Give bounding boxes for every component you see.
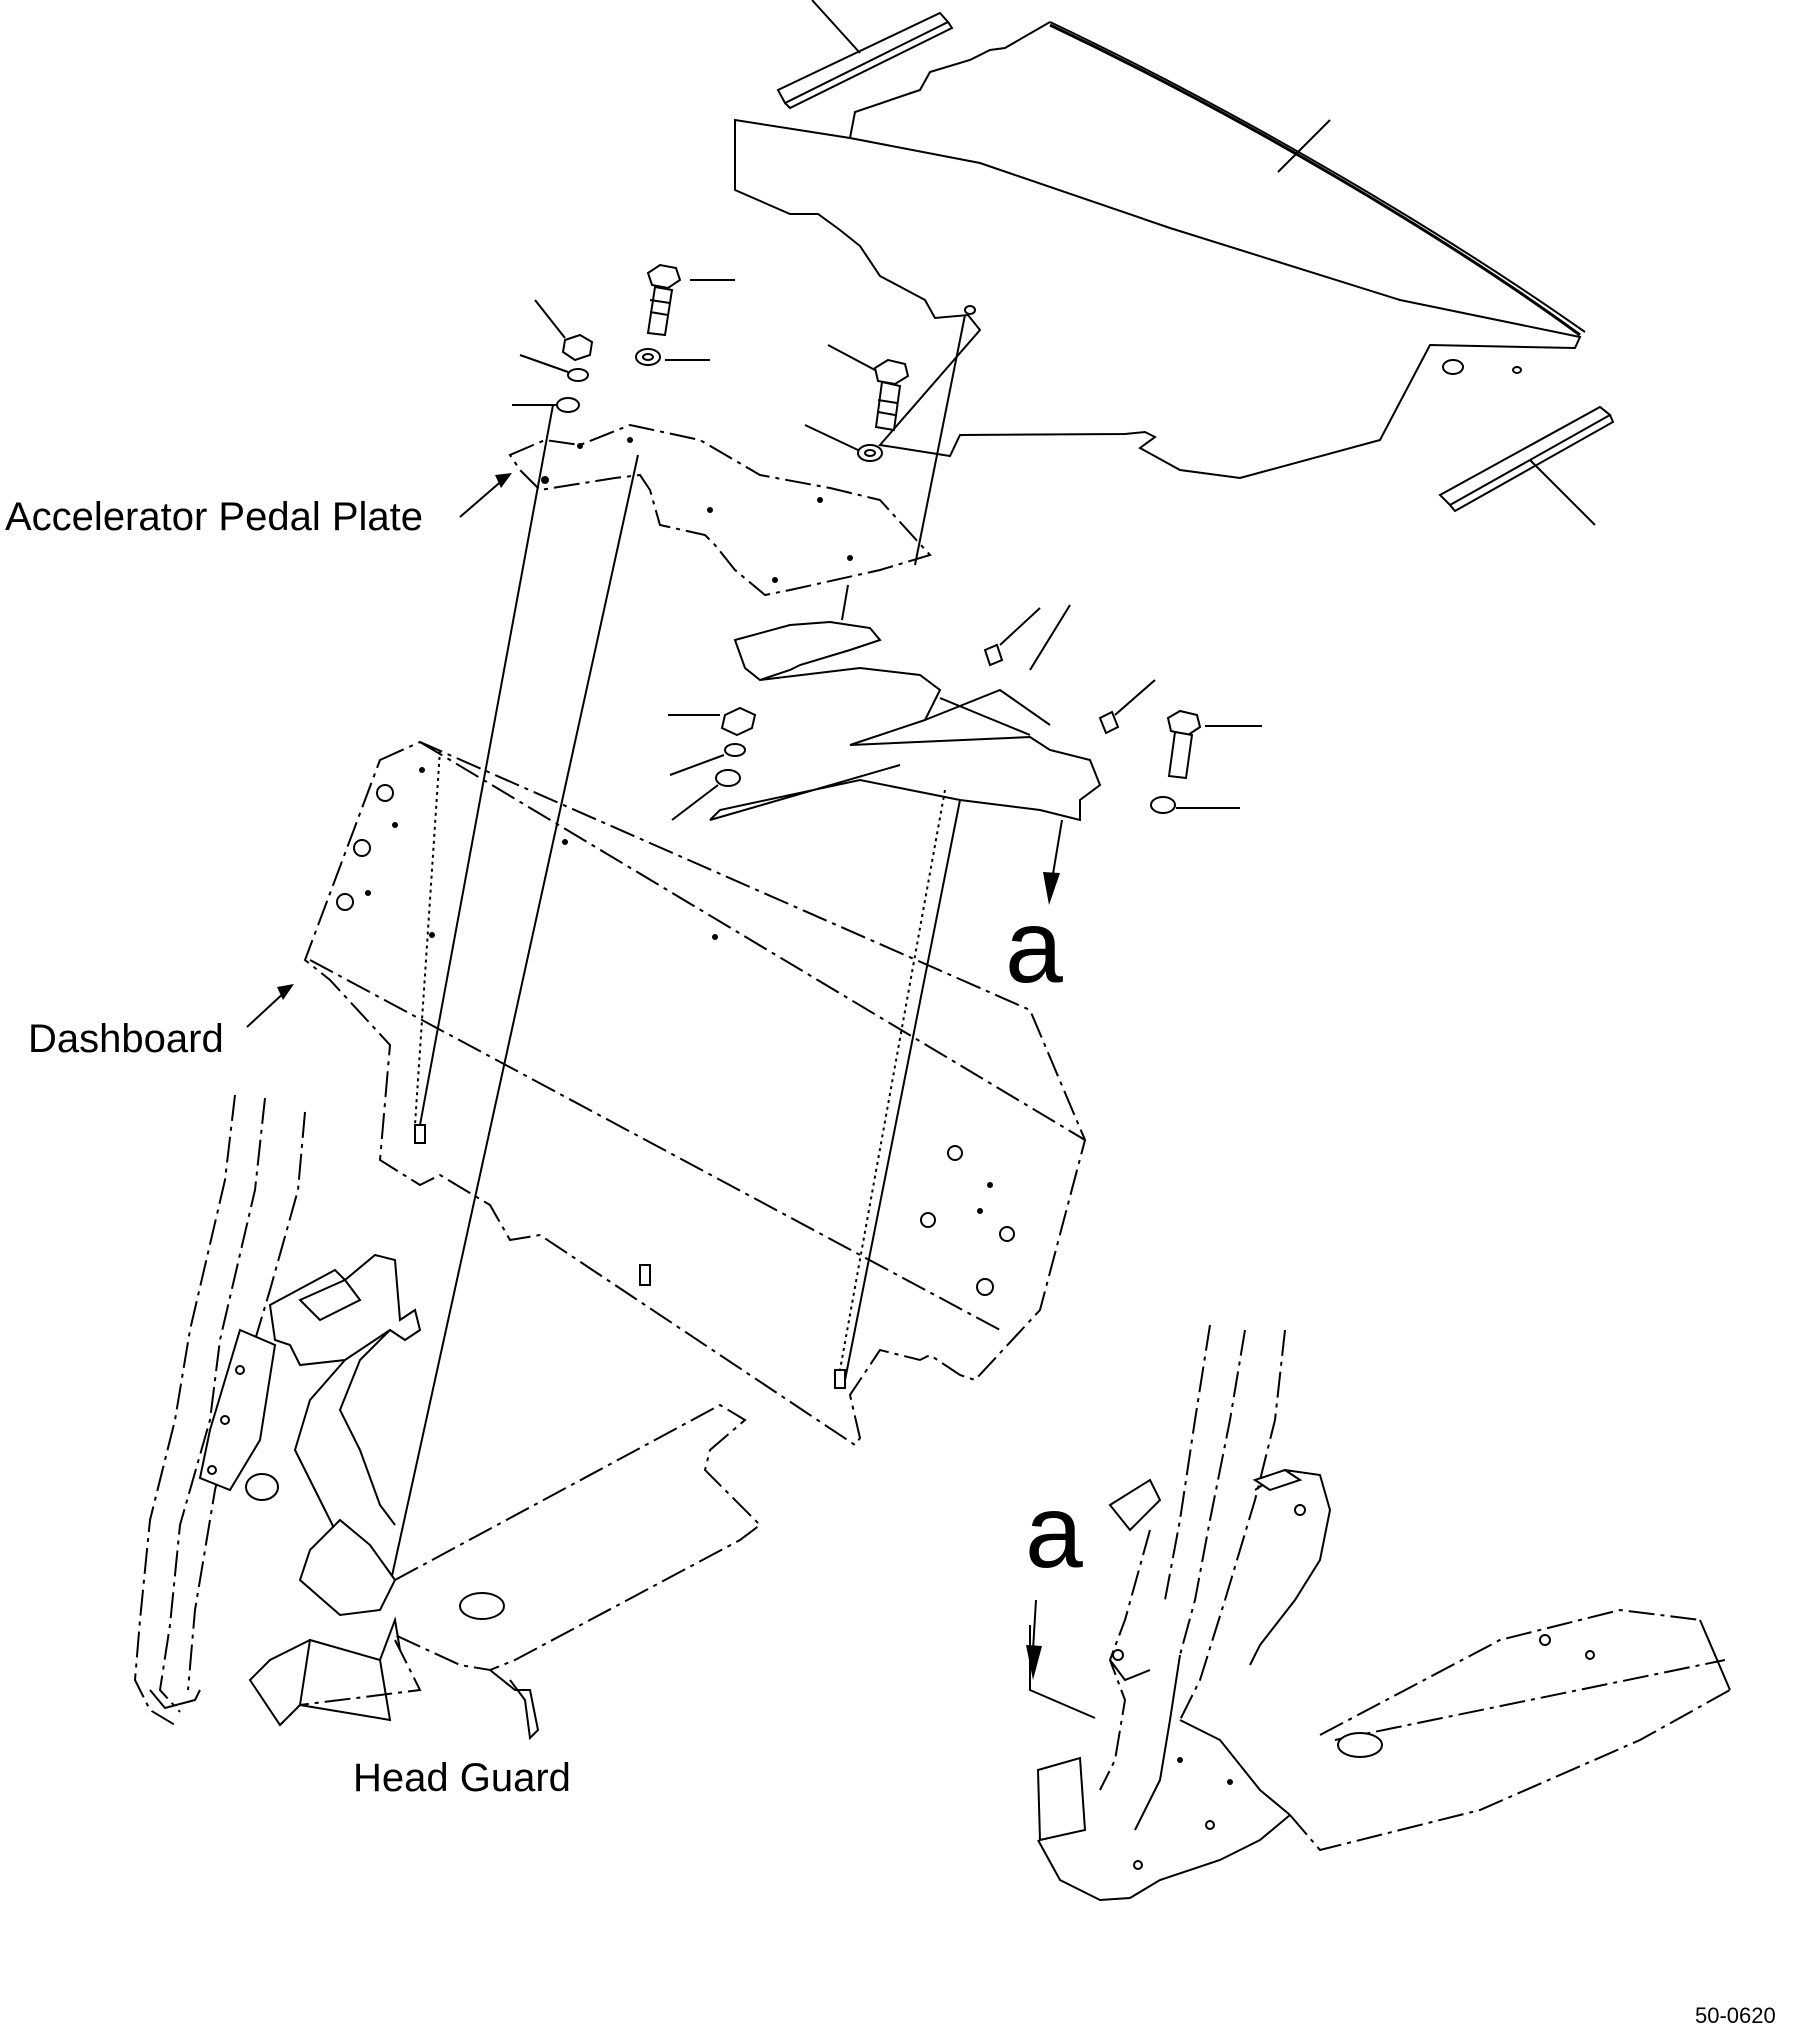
detail-view-a <box>1026 1324 1731 1902</box>
washer-middle <box>671 769 741 821</box>
rubber-strip-lower <box>1438 405 1615 526</box>
label-head-guard: Head Guard <box>353 1756 571 1800</box>
figure-code: 50-0620 <box>1695 2003 1776 2028</box>
label-accelerator-pedal-plate: Accelerator Pedal Plate <box>5 495 424 539</box>
washer-right <box>1150 796 1240 814</box>
label-dashboard: Dashboard <box>28 1017 224 1061</box>
leader-bracket <box>1029 604 1071 671</box>
nut-upper-left <box>534 299 594 362</box>
label-view-a-pointer: a <box>1005 889 1063 1005</box>
dashboard-panel <box>303 740 1087 1447</box>
bolt-upper-right <box>827 344 910 432</box>
bolt-upper-left <box>646 263 735 337</box>
nut-middle <box>668 706 757 737</box>
washer-upper-left-2 <box>512 397 580 413</box>
label-leaders <box>246 473 512 1028</box>
alignment-lines <box>389 314 966 1586</box>
rubber-strip-upper <box>776 0 954 110</box>
view-a-pointer <box>1043 819 1063 905</box>
label-view-a-detail: a <box>1025 1474 1083 1590</box>
pedal-bracket <box>709 620 1102 822</box>
floor-plate <box>734 21 1586 480</box>
cap-nut-right-1 <box>983 607 1041 667</box>
cap-nut-right-2 <box>1098 679 1156 735</box>
washer-upper-right <box>804 424 883 462</box>
bolt-right <box>1166 709 1262 780</box>
lock-washer-upper-left <box>519 354 589 382</box>
lock-washer-middle <box>669 743 746 776</box>
head-guard-frame <box>133 1094 762 1741</box>
washer-upper-left <box>635 348 710 366</box>
accelerator-pedal-plate <box>508 423 932 597</box>
